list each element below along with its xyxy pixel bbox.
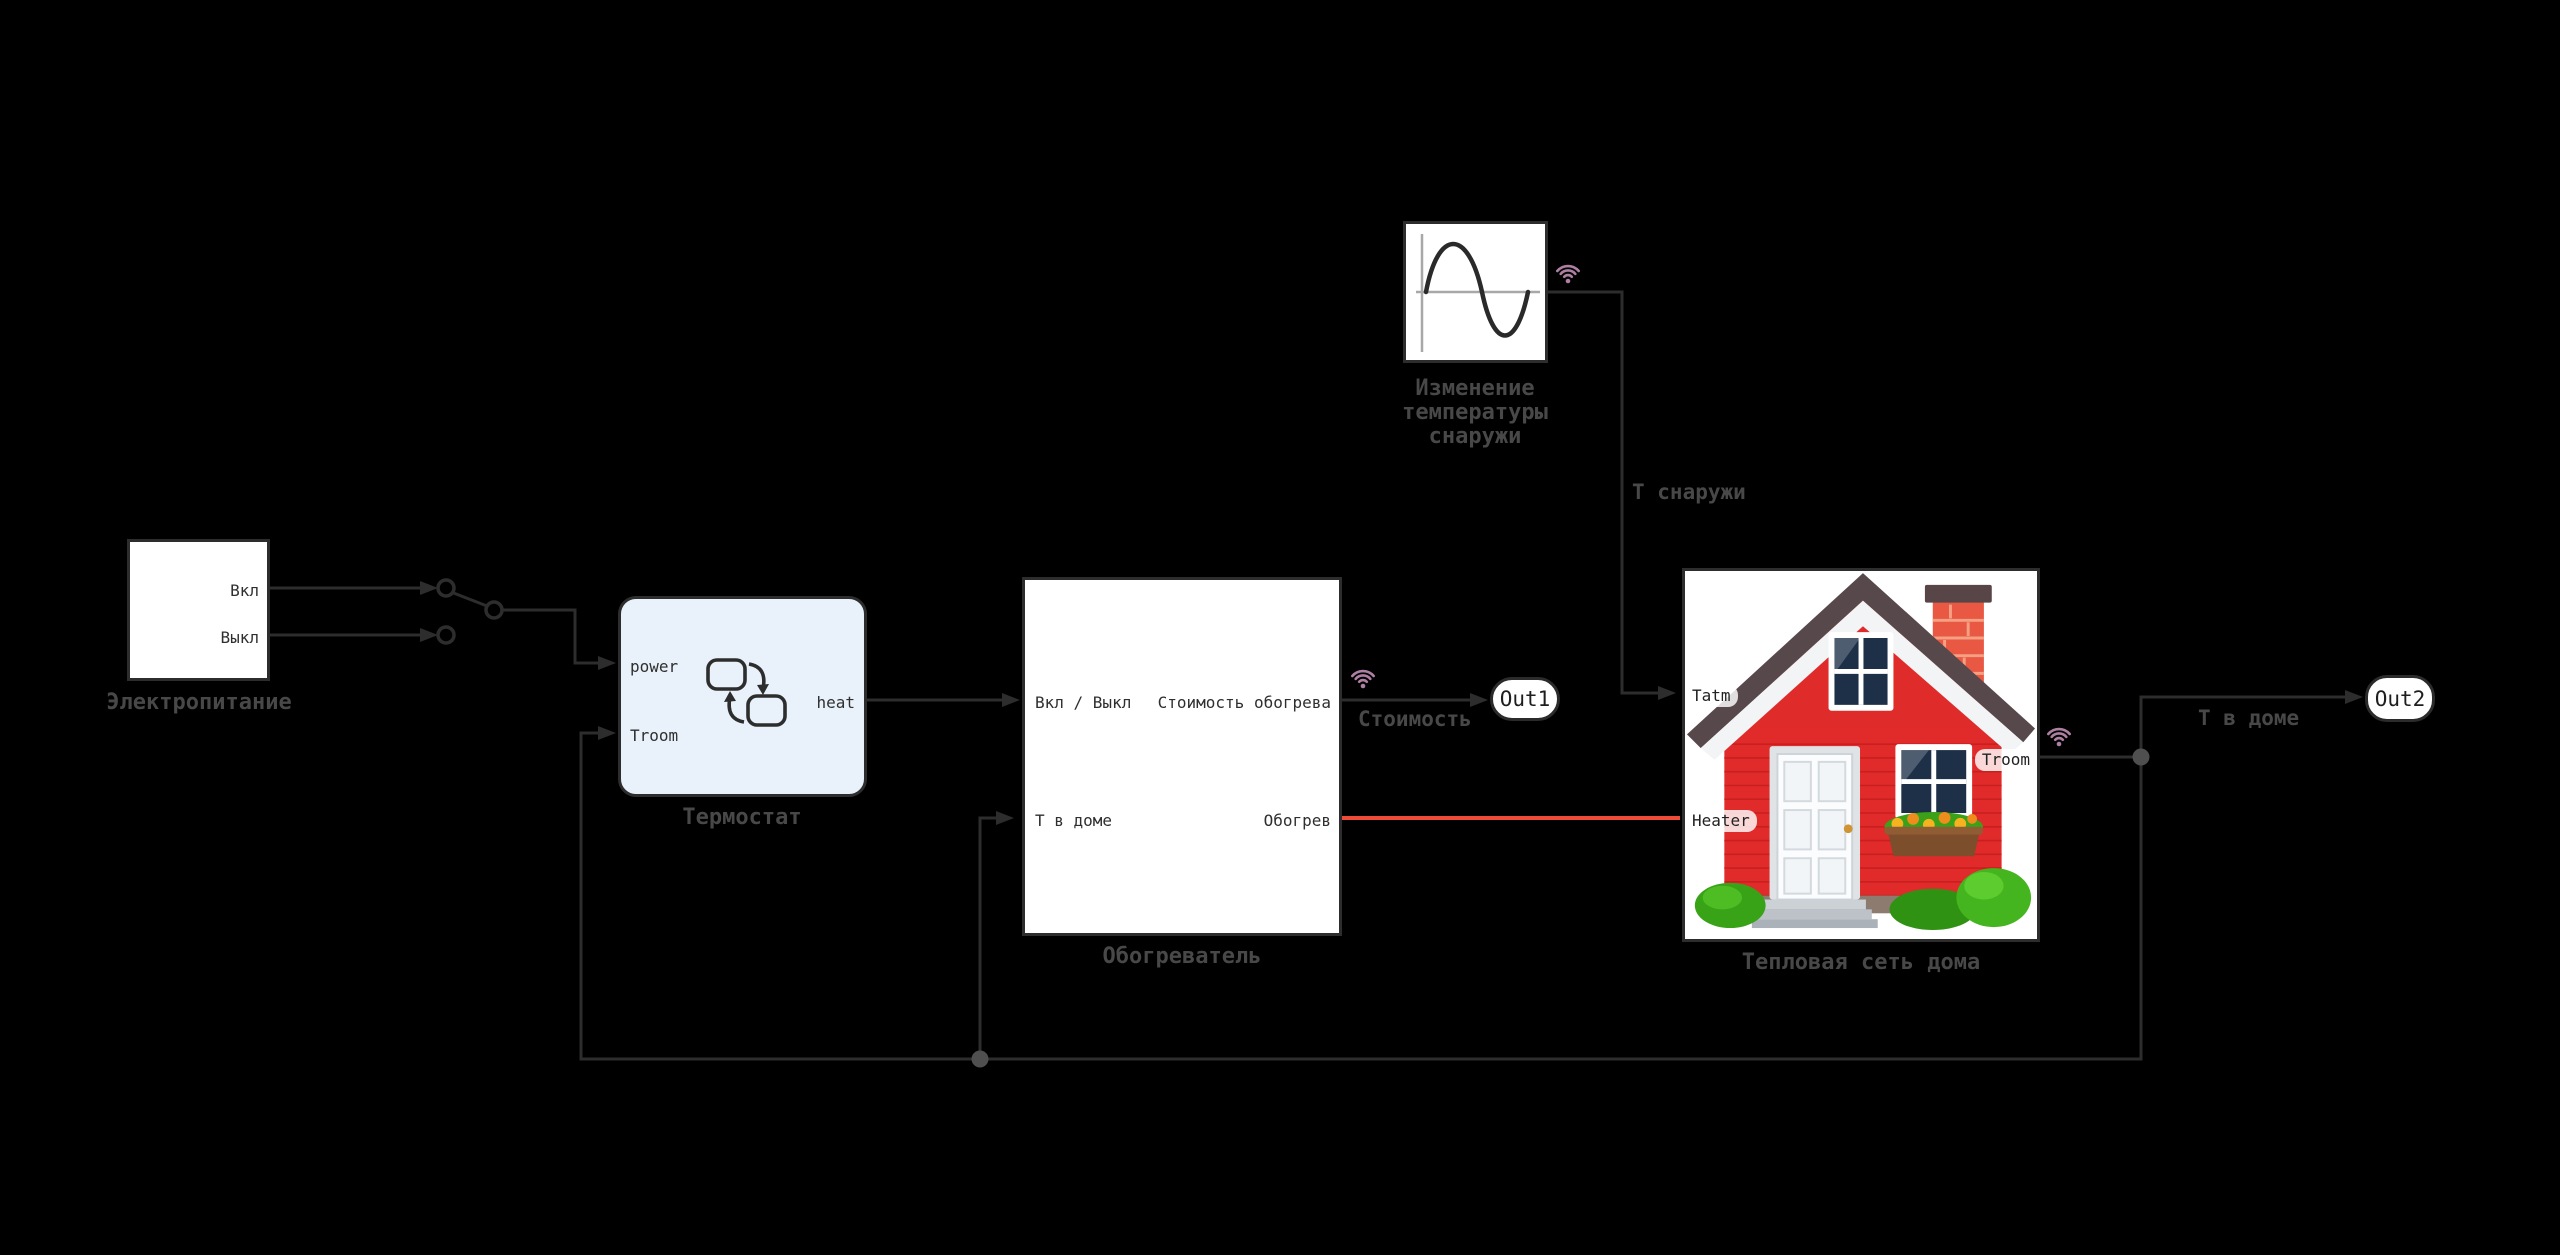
port-label-off: Выкл [220, 628, 259, 647]
port-label-heat-out: Обогрев [1263, 811, 1331, 830]
wire-outside-temp-signal[interactable] [1548, 290, 1658, 695]
port-label-troom: Troom [630, 726, 679, 745]
wire-troom-signal[interactable] [2040, 695, 2345, 759]
outside-temp-name: Изменение температуры снаружи [1402, 376, 1548, 449]
bushes [1694, 868, 2032, 931]
power-supply-block[interactable]: Вкл Выкл [127, 539, 270, 681]
gable-window [1828, 632, 1894, 711]
side-window [1895, 744, 1973, 819]
wireless-signal-icon[interactable] [2044, 721, 2074, 749]
out1-port[interactable]: Out1 [1490, 677, 1560, 721]
port-label-on-off: Вкл / Выкл [1035, 693, 1132, 712]
out2-label: Out2 [2374, 686, 2426, 711]
t-home-wire-label: Т в доме [2198, 706, 2300, 730]
port-label-t-home: Т в доме [1035, 811, 1113, 830]
wire-branch-dots [971, 748, 2150, 1068]
wireless-signal-icon[interactable] [1348, 663, 1378, 691]
manual-switch[interactable] [436, 578, 504, 645]
outside-temp-wire-label: Т снаружи [1632, 480, 1746, 504]
wire-switch-to-thermostat[interactable] [501, 608, 598, 665]
heater-block[interactable]: Вкл / Выкл Т в доме Стоимость обогрева О… [1022, 577, 1342, 936]
house-illustration [1686, 573, 2036, 931]
switch-lever[interactable] [450, 590, 488, 608]
power-supply-name: Электропитание [106, 690, 292, 715]
wire-arrowheads [420, 581, 2363, 825]
house-name: Тепловая сеть дома [1741, 950, 1981, 975]
outside-temp-block[interactable] [1403, 221, 1548, 363]
thermostat-name: Термостат [682, 805, 802, 830]
port-label-cost: Стоимость обогрева [1157, 693, 1331, 712]
port-label-heat: heat [816, 693, 855, 712]
sine-wave-icon [1416, 234, 1540, 352]
port-label-troom-out: Troom [1974, 749, 2037, 771]
wireless-signal-icon[interactable] [1553, 258, 1583, 286]
port-label-on: Вкл [230, 581, 259, 600]
house-block[interactable]: Tatm Heater Troom [1682, 568, 2040, 942]
door [1769, 746, 1861, 901]
flower-box [1884, 812, 1983, 857]
thermostat-block[interactable]: power Troom heat [618, 596, 867, 797]
port-label-tatm: Tatm [1685, 685, 1738, 707]
out1-label: Out1 [1499, 687, 1551, 711]
wire-troom-feedback[interactable] [579, 731, 2143, 1061]
cost-wire-label: Стоимость [1358, 707, 1472, 731]
stateflow-chart-icon [706, 658, 787, 727]
port-label-power: power [630, 657, 679, 676]
heater-name: Обогреватель [1102, 944, 1262, 969]
port-label-heater-in: Heater [1685, 810, 1757, 832]
out2-port[interactable]: Out2 [2365, 675, 2435, 722]
